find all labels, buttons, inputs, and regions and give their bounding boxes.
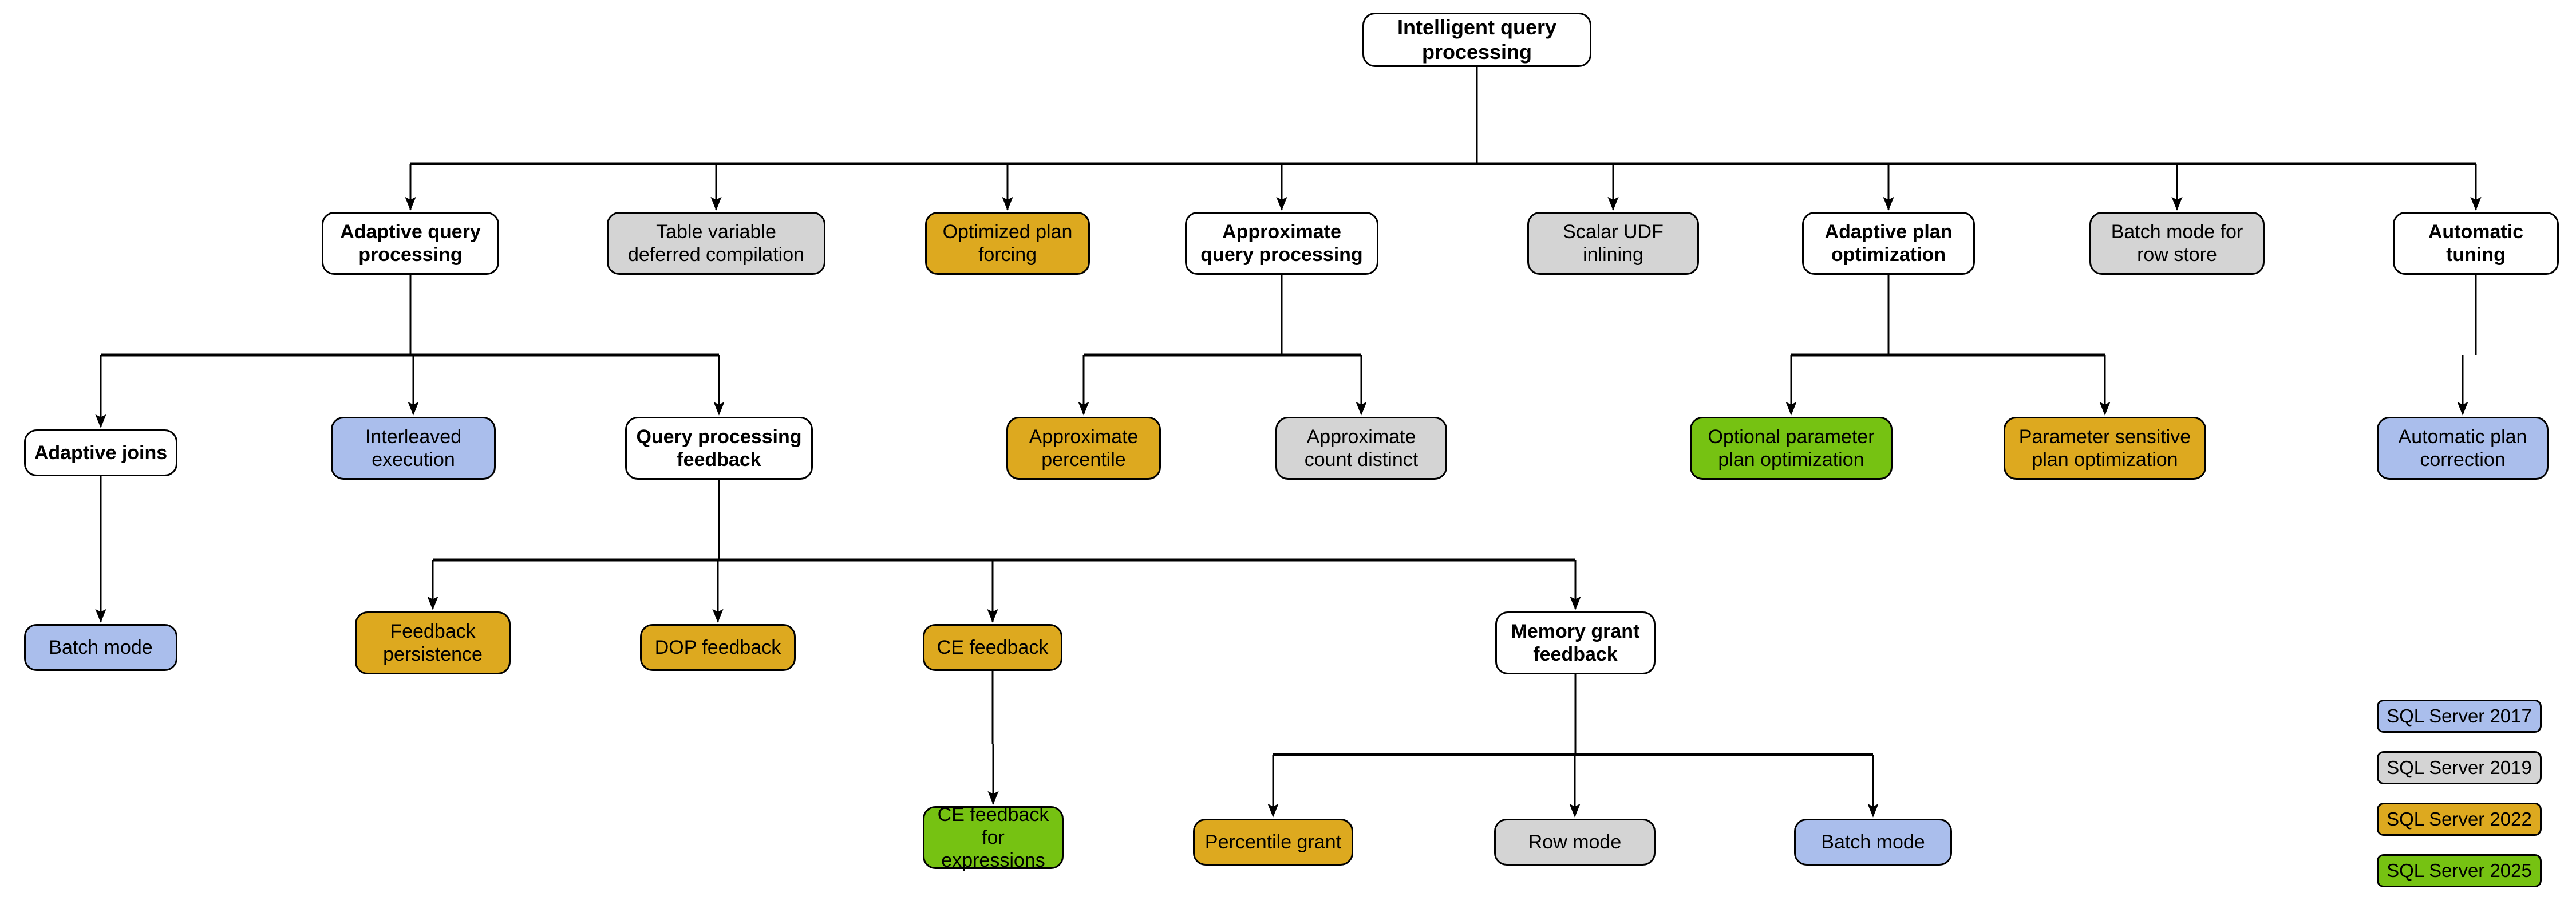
node-root[interactable]: Intelligent query processing (1362, 13, 1591, 67)
node-bm2[interactable]: Batch mode (1794, 819, 1952, 866)
node-label: Batch mode for row store (2111, 220, 2243, 266)
legend-item-label: SQL Server 2022 (2387, 808, 2532, 830)
node-label: DOP feedback (654, 636, 781, 658)
node-apc[interactable]: Automatic plan correction (2377, 417, 2549, 480)
node-label: Adaptive query processing (340, 220, 481, 266)
node-acd[interactable]: Approximate count distinct (1275, 417, 1447, 480)
node-opf[interactable]: Optimized plan forcing (925, 212, 1090, 275)
node-oppo[interactable]: Optional parameter plan optimization (1690, 417, 1893, 480)
node-label: Row mode (1528, 831, 1622, 853)
node-label: Optional parameter plan optimization (1708, 425, 1875, 471)
node-dop[interactable]: DOP feedback (640, 624, 796, 671)
legend-item-label: SQL Server 2019 (2387, 757, 2532, 778)
node-label: Batch mode (49, 636, 153, 658)
node-label: Percentile grant (1204, 831, 1342, 853)
node-at[interactable]: Automatic tuning (2393, 212, 2559, 275)
node-mgf[interactable]: Memory grant feedback (1495, 611, 1656, 674)
legend-item-label: SQL Server 2025 (2387, 860, 2532, 881)
node-appqp[interactable]: Approximate query processing (1185, 212, 1378, 275)
node-label: CE feedback for expressions (937, 803, 1049, 872)
node-label: Feedback persistence (383, 620, 483, 665)
node-label: Automatic plan correction (2398, 425, 2527, 471)
node-ce[interactable]: CE feedback (923, 624, 1062, 671)
legend-item-label: SQL Server 2017 (2387, 705, 2532, 727)
node-qpf[interactable]: Query processing feedback (625, 417, 813, 480)
node-label: Optimized plan forcing (942, 220, 1073, 266)
node-aqp[interactable]: Adaptive query processing (322, 212, 499, 275)
node-ie[interactable]: Interleaved execution (331, 417, 496, 480)
node-pspo[interactable]: Parameter sensitive plan optimization (2004, 417, 2206, 480)
node-bmrs[interactable]: Batch mode for row store (2089, 212, 2265, 275)
node-tvdc[interactable]: Table variable deferred compilation (607, 212, 825, 275)
node-label: Parameter sensitive plan optimization (2018, 425, 2191, 471)
node-label: Memory grant feedback (1511, 620, 1640, 665)
node-label: Table variable deferred compilation (627, 220, 805, 266)
node-label: Adaptive plan optimization (1824, 220, 1953, 266)
node-label: Approximate count distinct (1304, 425, 1419, 471)
node-apo[interactable]: Adaptive plan optimization (1802, 212, 1975, 275)
node-label: Scalar UDF inlining (1563, 220, 1664, 266)
legend-item-sql-server-2022: SQL Server 2022 (2377, 803, 2542, 836)
legend-item-sql-server-2025: SQL Server 2025 (2377, 854, 2542, 887)
node-label: CE feedback (937, 636, 1049, 658)
node-pg[interactable]: Percentile grant (1193, 819, 1353, 866)
node-rm[interactable]: Row mode (1494, 819, 1656, 866)
node-fp[interactable]: Feedback persistence (355, 611, 511, 674)
node-label: Interleaved execution (365, 425, 462, 471)
node-label: Intelligent query processing (1397, 15, 1557, 64)
legend-item-sql-server-2019: SQL Server 2019 (2377, 751, 2542, 784)
node-label: Query processing feedback (636, 425, 802, 471)
node-label: Automatic tuning (2428, 220, 2524, 266)
node-cefe[interactable]: CE feedback for expressions (923, 803, 1064, 872)
node-label: Approximate query processing (1200, 220, 1363, 266)
node-label: Adaptive joins (34, 441, 168, 464)
node-ap[interactable]: Approximate percentile (1006, 417, 1161, 480)
node-sudf[interactable]: Scalar UDF inlining (1527, 212, 1699, 275)
node-label: Batch mode (1821, 831, 1925, 853)
legend-item-sql-server-2017: SQL Server 2017 (2377, 700, 2542, 733)
node-aj[interactable]: Adaptive joins (24, 429, 177, 476)
node-bm1[interactable]: Batch mode (24, 624, 177, 671)
node-label: Approximate percentile (1029, 425, 1139, 471)
